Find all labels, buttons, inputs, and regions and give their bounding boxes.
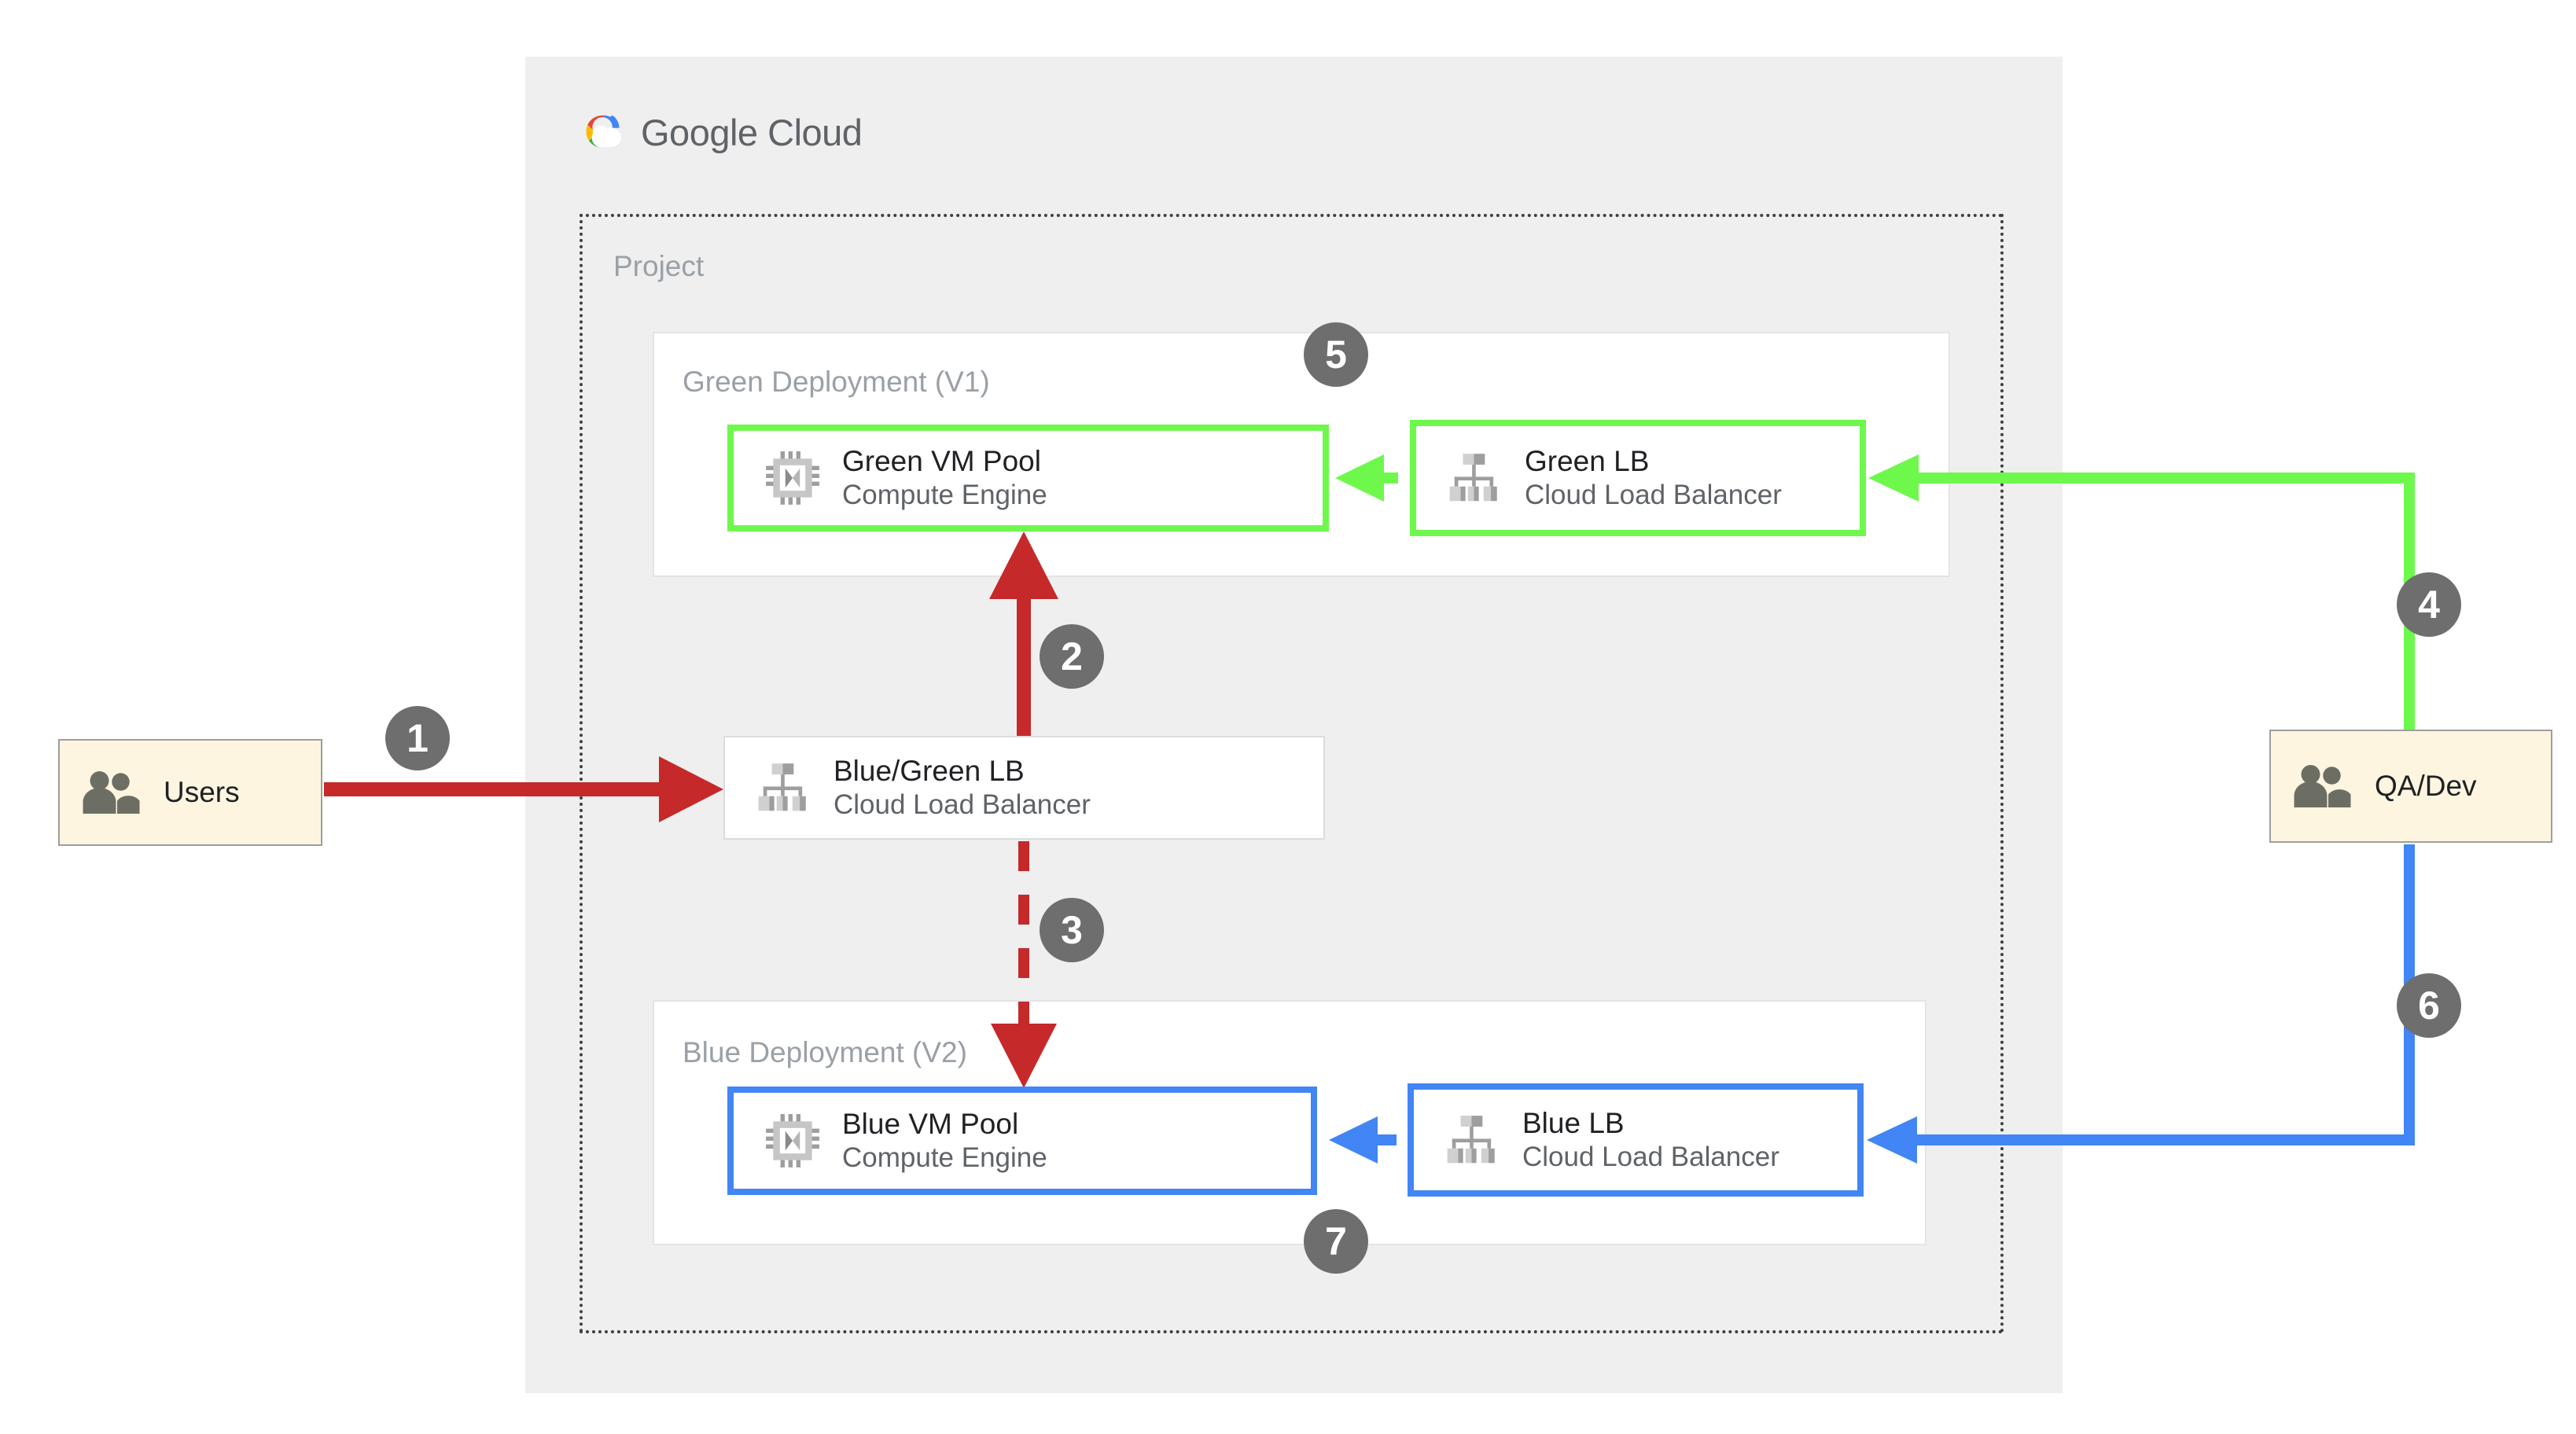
blue-deployment-title: Blue Deployment (V2)	[683, 1036, 967, 1068]
people-icon	[83, 771, 140, 814]
node-green-vm-pool[interactable]: Green VM Pool Compute Engine	[727, 425, 1329, 531]
node-subtitle: Compute Engine	[842, 480, 1047, 511]
step-badge-4: 4	[2397, 572, 2461, 637]
node-subtitle: Cloud Load Balancer	[834, 789, 1091, 821]
step-badge-5: 5	[1304, 322, 1368, 387]
node-text: Green LB Cloud Load Balancer	[1525, 443, 1782, 513]
node-blue-lb[interactable]: Blue LB Cloud Load Balancer	[1408, 1083, 1864, 1197]
node-text: Blue/Green LB Cloud Load Balancer	[834, 753, 1091, 822]
node-blue-vm-pool[interactable]: Blue VM Pool Compute Engine	[727, 1087, 1317, 1195]
node-subtitle: Cloud Load Balancer	[1525, 480, 1782, 511]
node-title: Green LB	[1525, 445, 1650, 478]
node-text: Blue VM Pool Compute Engine	[842, 1106, 1047, 1175]
step-badge-7: 7	[1304, 1209, 1368, 1274]
node-green-lb[interactable]: Green LB Cloud Load Balancer	[1410, 420, 1866, 536]
node-title: Blue VM Pool	[842, 1108, 1019, 1141]
step-badge-1: 1	[385, 706, 450, 770]
google-cloud-logo-icon	[586, 115, 622, 148]
actor-qa-dev[interactable]: QA/Dev	[2269, 730, 2552, 843]
project-container	[580, 214, 2004, 1333]
actor-users[interactable]: Users	[58, 739, 322, 846]
node-blue-green-lb[interactable]: Blue/Green LB Cloud Load Balancer	[723, 736, 1325, 840]
google-cloud-wordmark: Google Cloud	[641, 111, 863, 154]
node-subtitle: Cloud Load Balancer	[1522, 1142, 1779, 1173]
load-balancer-icon	[1449, 454, 1497, 502]
node-title: Blue LB	[1522, 1107, 1625, 1140]
load-balancer-icon	[1447, 1116, 1495, 1164]
brand-word-google: Google	[641, 111, 758, 153]
actor-label: Users	[164, 776, 240, 808]
node-text: Blue LB Cloud Load Balancer	[1522, 1105, 1779, 1175]
load-balancer-icon	[758, 763, 806, 811]
node-text: Green VM Pool Compute Engine	[842, 443, 1047, 513]
step-badge-6: 6	[2397, 973, 2461, 1038]
node-title: Blue/Green LB	[834, 755, 1025, 788]
node-title: Green VM Pool	[842, 445, 1041, 478]
step-badge-2: 2	[1040, 624, 1104, 689]
node-subtitle: Compute Engine	[842, 1142, 1047, 1174]
project-label: Project	[613, 250, 705, 282]
people-icon	[2294, 765, 2351, 807]
brand-word-cloud: Cloud	[767, 111, 863, 153]
google-cloud-brand: Google Cloud	[578, 106, 863, 158]
green-deployment-title: Green Deployment (V1)	[683, 366, 990, 398]
cpu-chip-icon	[766, 451, 819, 505]
step-badge-3: 3	[1040, 898, 1104, 962]
cpu-chip-icon	[766, 1114, 819, 1167]
actor-label: QA/Dev	[2375, 770, 2477, 802]
